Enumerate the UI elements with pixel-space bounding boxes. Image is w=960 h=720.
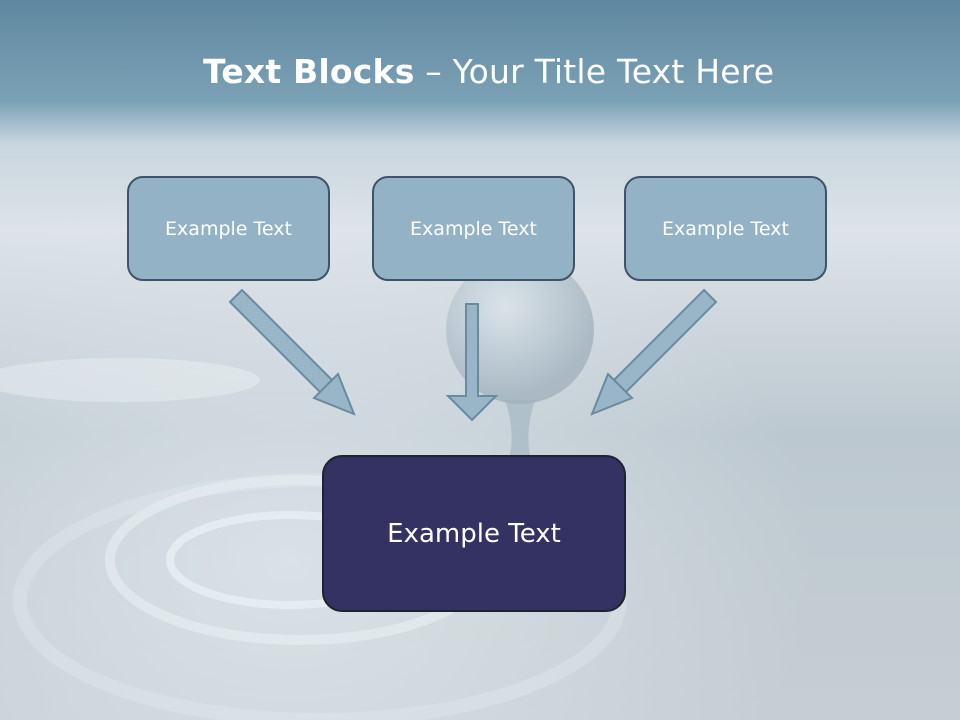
arrow-center: [445, 303, 499, 422]
text-block-1[interactable]: Example Text: [127, 176, 330, 281]
target-block[interactable]: Example Text: [322, 455, 626, 612]
text-block-2[interactable]: Example Text: [372, 176, 575, 281]
title-rest: – Your Title Text Here: [414, 52, 775, 91]
arrow-right: [590, 288, 718, 416]
text-block-3[interactable]: Example Text: [624, 176, 827, 281]
slide-title: Text Blocks – Your Title Text Here: [203, 52, 923, 91]
title-bold: Text Blocks: [203, 52, 415, 91]
arrow-left: [228, 288, 356, 416]
